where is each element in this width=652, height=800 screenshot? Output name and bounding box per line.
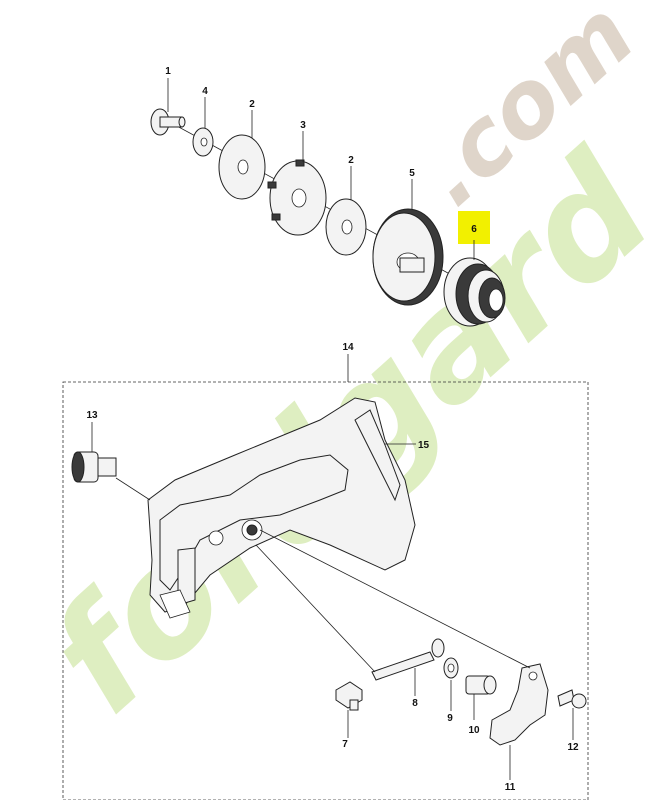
part-5-drum[interactable] — [372, 208, 444, 306]
part-2-disc-b[interactable] — [325, 198, 367, 256]
part-10-nut[interactable] — [465, 675, 497, 695]
callouts-lower: 13 15 7 8 9 10 11 12 — [86, 410, 579, 793]
callout-1: 1 — [165, 66, 171, 77]
part-2-disc-a[interactable] — [218, 134, 266, 200]
part-4-washer[interactable] — [192, 127, 214, 157]
callout-8: 8 — [412, 698, 418, 709]
callout-3: 3 — [300, 120, 306, 131]
callout-12: 12 — [567, 742, 579, 753]
part-3-plate[interactable] — [267, 159, 327, 236]
callout-5: 5 — [409, 168, 415, 179]
leaders-lower — [91, 422, 574, 780]
part-12-screw[interactable] — [557, 689, 587, 709]
callouts-upper: 1 4 2 3 2 5 6 14 — [165, 66, 477, 353]
part-13-adjuster[interactable] — [71, 451, 151, 501]
callout-4: 4 — [202, 86, 208, 97]
callout-11: 11 — [505, 782, 516, 793]
callout-10: 10 — [468, 725, 480, 736]
callout-6: 6 — [471, 224, 477, 235]
part-1-bolt[interactable] — [150, 108, 186, 136]
part-8-stud[interactable] — [371, 638, 445, 681]
part-7-fitting[interactable] — [335, 681, 363, 711]
callout-14: 14 — [342, 342, 354, 353]
part-9-washer[interactable] — [443, 657, 459, 679]
watermark: fordgard .com — [18, 0, 652, 747]
leaders-upper — [167, 78, 475, 382]
callout-2a: 2 — [249, 99, 255, 110]
callout-9: 9 — [447, 713, 453, 724]
callout-13: 13 — [86, 410, 98, 421]
part-11-bracket[interactable] — [489, 663, 549, 746]
assembly-14-frame — [62, 381, 589, 800]
callout-15: 15 — [418, 440, 430, 451]
part-15-cover[interactable] — [147, 397, 416, 619]
part-6-sprocket[interactable] — [443, 257, 506, 327]
callout-2b: 2 — [348, 155, 354, 166]
highlight-6 — [458, 211, 490, 244]
callout-7: 7 — [342, 739, 348, 750]
